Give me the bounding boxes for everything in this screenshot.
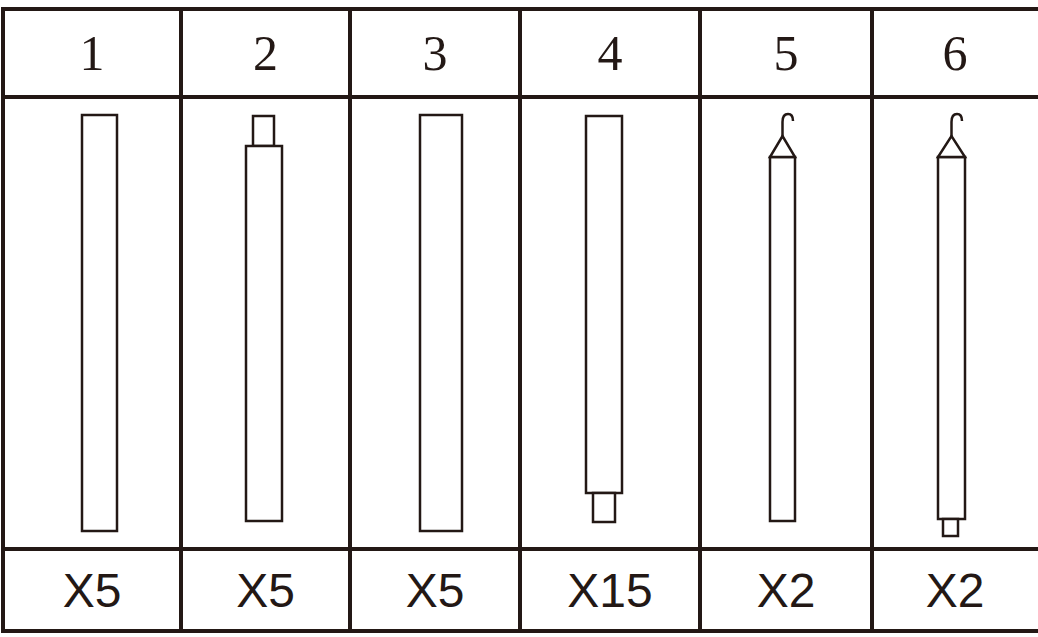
part-quantity: X2: [700, 561, 872, 621]
column-line: [179, 9, 183, 631]
pole-plug: [593, 493, 615, 522]
part-quantity: X5: [3, 561, 181, 621]
hook: [783, 114, 794, 136]
pole-drawings: [82, 114, 965, 536]
part-quantity: X2: [872, 561, 1038, 621]
part-quantity: X5: [350, 561, 520, 621]
pole-plug: [943, 519, 958, 536]
part-number: 1: [3, 23, 181, 83]
pole-part-6: [938, 157, 965, 519]
pole-part-5: [770, 157, 795, 521]
hook: [952, 114, 963, 136]
pole-part-3: [420, 115, 462, 531]
column-line: [870, 9, 874, 631]
pole-part-1: [82, 115, 117, 531]
part-number: 3: [350, 23, 520, 83]
pole-part-2: [246, 146, 282, 521]
part-number: 6: [872, 23, 1038, 83]
table-grid: [3, 9, 1038, 631]
pole-tip: [938, 136, 965, 157]
pole-part-4: [586, 116, 622, 493]
column-line: [348, 9, 352, 631]
column-line: [698, 9, 702, 631]
pole-tip: [770, 136, 795, 157]
part-number: 5: [700, 23, 872, 83]
part-quantity: X15: [520, 561, 700, 621]
pole-plug: [253, 116, 274, 146]
part-quantity: X5: [181, 561, 350, 621]
column-line: [518, 9, 522, 631]
part-number: 4: [520, 23, 700, 83]
part-number: 2: [181, 23, 350, 83]
table-border: [3, 9, 1038, 631]
